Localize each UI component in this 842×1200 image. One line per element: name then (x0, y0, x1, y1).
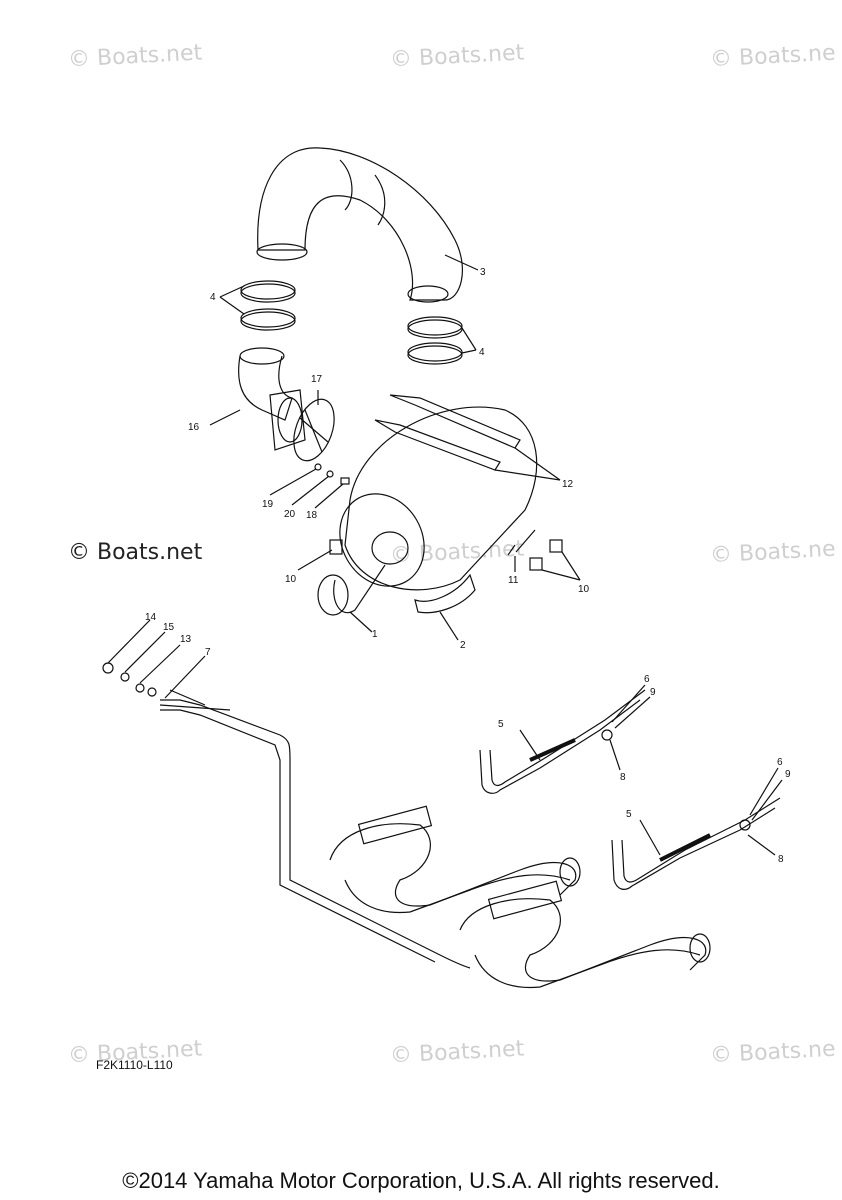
callout-10-right: 10 (578, 584, 590, 595)
part-1-muffler (317, 406, 538, 633)
callout-20: 20 (284, 509, 296, 520)
callout-7: 7 (205, 647, 211, 658)
part-16-exhaust-elbow (209, 347, 306, 451)
part-5-hose-lower (611, 767, 783, 890)
callout-6-upper: 6 (644, 674, 650, 685)
watermark-mid-left: © Boats.net (68, 540, 203, 565)
callout-9-upper: 9 (650, 687, 656, 698)
part-4-hose-clamps-left (219, 280, 296, 331)
callout-1: 1 (372, 629, 378, 640)
callout-13: 13 (180, 634, 192, 645)
part-5-hose-upper (479, 684, 651, 794)
part-12-straps (374, 394, 561, 481)
callout-16: 16 (188, 422, 200, 433)
part-17-gasket (293, 390, 335, 462)
callout-4-left: 4 (210, 292, 216, 303)
callout-18: 18 (306, 510, 318, 521)
callout-5-lower: 5 (626, 809, 632, 820)
callout-17: 17 (311, 374, 323, 385)
part-7-water-tube (102, 619, 471, 969)
callout-8-lower: 8 (778, 854, 784, 865)
copyright-notice: ©2014 Yamaha Motor Corporation, U.S.A. A… (122, 1168, 720, 1193)
callout-6-lower: 6 (777, 757, 783, 768)
callout-19: 19 (262, 499, 274, 510)
callout-3: 3 (480, 267, 486, 278)
callout-5-upper: 5 (498, 719, 504, 730)
exhaust-manifold-lower (459, 880, 711, 989)
callout-11: 11 (508, 575, 519, 586)
callout-2: 2 (460, 640, 466, 651)
callout-14: 14 (145, 612, 157, 623)
part-2-heat-shield (414, 573, 476, 641)
callout-10-left: 10 (285, 574, 297, 585)
exhaust-parts-diagram: 1 2 3 4 4 5 5 6 6 7 8 8 9 9 10 10 11 12 … (102, 147, 791, 989)
callout-9-lower: 9 (785, 769, 791, 780)
part-3-exhaust-pipe (256, 147, 479, 303)
callout-8-upper: 8 (620, 772, 626, 783)
small-hardware (269, 463, 581, 581)
diagram-reference-code: F2K1110-L110 (96, 1058, 173, 1072)
callout-4-right: 4 (479, 347, 485, 358)
callout-12: 12 (562, 479, 574, 490)
callout-15: 15 (163, 622, 175, 633)
exhaust-manifold-upper (329, 805, 581, 914)
part-4-hose-clamps-right (407, 316, 477, 365)
